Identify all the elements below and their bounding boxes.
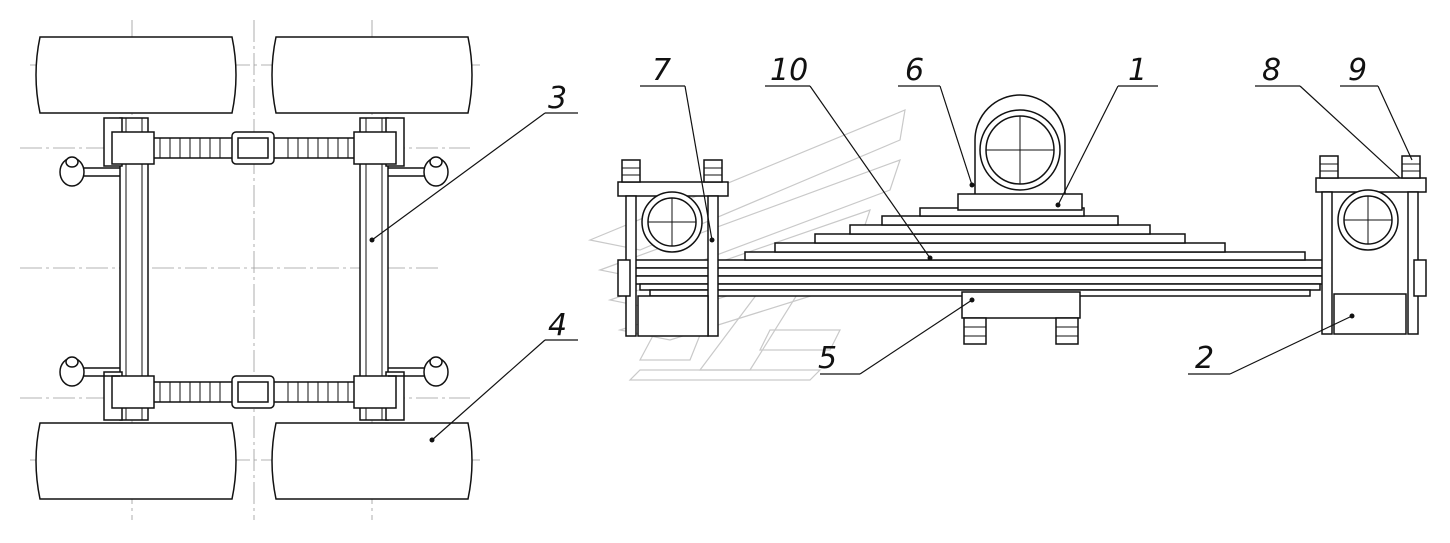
wheel-rear-left: [35, 422, 237, 500]
spring-right-top-view: [359, 117, 389, 421]
callout-3: 3: [548, 81, 567, 116]
callout-2: 2: [1195, 341, 1214, 376]
right-end-bracket: [1315, 155, 1427, 335]
axle-side-view: [957, 94, 1083, 211]
top-view: [20, 20, 578, 520]
ball-joint-front-left: [59, 156, 120, 187]
ball-joint-front-right: [388, 156, 449, 187]
callout-9: 9: [1348, 53, 1367, 88]
wheel-front-left: [35, 36, 237, 114]
callout-8: 8: [1262, 53, 1281, 88]
wheel-rear-right: [271, 422, 473, 500]
spring-pad: [961, 291, 1081, 345]
callout-7: 7: [652, 53, 671, 88]
callout-4: 4: [548, 308, 567, 343]
ball-joint-rear-left: [59, 356, 120, 387]
ball-joint-rear-right: [388, 356, 449, 387]
callout-1: 1: [1128, 53, 1147, 88]
side-view: [617, 85, 1427, 375]
left-end-bracket: [617, 159, 729, 337]
leaf-spring-pack: [629, 207, 1331, 297]
callout-10: 10: [770, 53, 808, 88]
callout-5: 5: [818, 341, 837, 376]
spring-left-top-view: [119, 117, 149, 421]
wheel-front-right: [271, 36, 473, 114]
callout-6: 6: [905, 53, 924, 88]
